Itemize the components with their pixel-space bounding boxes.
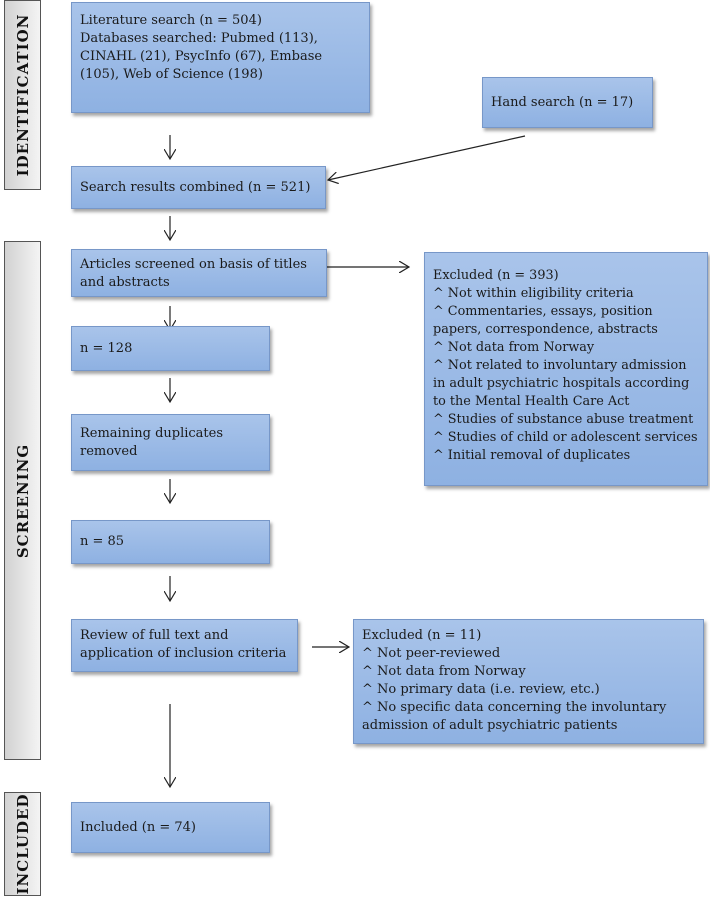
excluded-second-box: Excluded (n = 11) ^ Not peer-reviewed ^ … [353, 619, 704, 744]
excluded-second-line: Excluded (n = 11) [362, 628, 482, 643]
stage-label-identification: IDENTIFICATION [4, 0, 41, 190]
excluded-first-line: papers, correspondence, abstracts [433, 322, 658, 337]
n128-text: n = 128 [80, 340, 133, 356]
excluded-first-line: in adult psychiatric hospitals according [433, 376, 690, 391]
excluded-second-line: admission of adult psychiatric patients [362, 718, 618, 733]
literature-search-line: Literature search (n = 504) [80, 13, 262, 28]
combined-results-text: Search results combined (n = 521) [80, 179, 311, 195]
excluded-first-line: ^ Initial removal of duplicates [433, 448, 631, 463]
excluded-second-line: ^ No primary data (i.e. review, etc.) [362, 682, 600, 697]
n85-box: n = 85 [71, 520, 270, 564]
excluded-first-line: ^ Not data from Norway [433, 340, 595, 355]
literature-search-line: (105), Web of Science (198) [80, 67, 263, 82]
excluded-first-line: ^ Studies of substance abuse treatment [433, 412, 694, 427]
duplicates-line: Remaining duplicates [80, 426, 224, 441]
excluded-second-line: ^ Not data from Norway [362, 664, 526, 679]
excluded-first-box: Excluded (n = 393) ^ Not within eligibil… [424, 252, 708, 486]
excluded-first-line: ^ Commentaries, essays, position [433, 304, 653, 319]
included-box: Included (n = 74) [71, 802, 270, 853]
included-text: Included (n = 74) [80, 819, 197, 835]
n128-box: n = 128 [71, 326, 270, 371]
full-text-review-line: Review of full text and [80, 628, 229, 643]
stage-label-screening: SCREENING [4, 241, 41, 760]
combined-results-box: Search results combined (n = 521) [71, 166, 326, 209]
excluded-first-line: Excluded (n = 393) [433, 268, 559, 283]
screened-line: and abstracts [80, 275, 170, 290]
excluded-first-line: ^ Not within eligibility criteria [433, 286, 634, 301]
hand-search-text: Hand search (n = 17) [491, 94, 634, 110]
literature-search-box: Literature search (n = 504) Databases se… [71, 2, 370, 113]
hand-search-box: Hand search (n = 17) [482, 77, 653, 128]
excluded-first-line: to the Mental Health Care Act [433, 394, 630, 409]
stage-label-included: INCLUDED [4, 792, 41, 896]
full-text-review-box: Review of full text and application of i… [71, 619, 298, 672]
duplicates-box: Remaining duplicates removed [71, 414, 270, 471]
excluded-first-line: ^ Studies of child or adolescent service… [433, 430, 698, 445]
arrow-hand-to-combined [328, 135, 526, 180]
literature-search-line: CINAHL (21), PsycInfo (67), Embase [80, 49, 323, 64]
screened-line: Articles screened on basis of titles [80, 257, 307, 272]
literature-search-line: Databases searched: Pubmed (113), [80, 31, 318, 46]
full-text-review-line: application of inclusion criteria [80, 646, 287, 661]
excluded-second-line: ^ No specific data concerning the involu… [362, 700, 667, 715]
excluded-second-line: ^ Not peer-reviewed [362, 646, 501, 661]
screened-box: Articles screened on basis of titles and… [71, 249, 327, 297]
n85-text: n = 85 [80, 534, 125, 549]
excluded-first-line: ^ Not related to involuntary admission [433, 358, 687, 373]
duplicates-line: removed [80, 444, 138, 459]
